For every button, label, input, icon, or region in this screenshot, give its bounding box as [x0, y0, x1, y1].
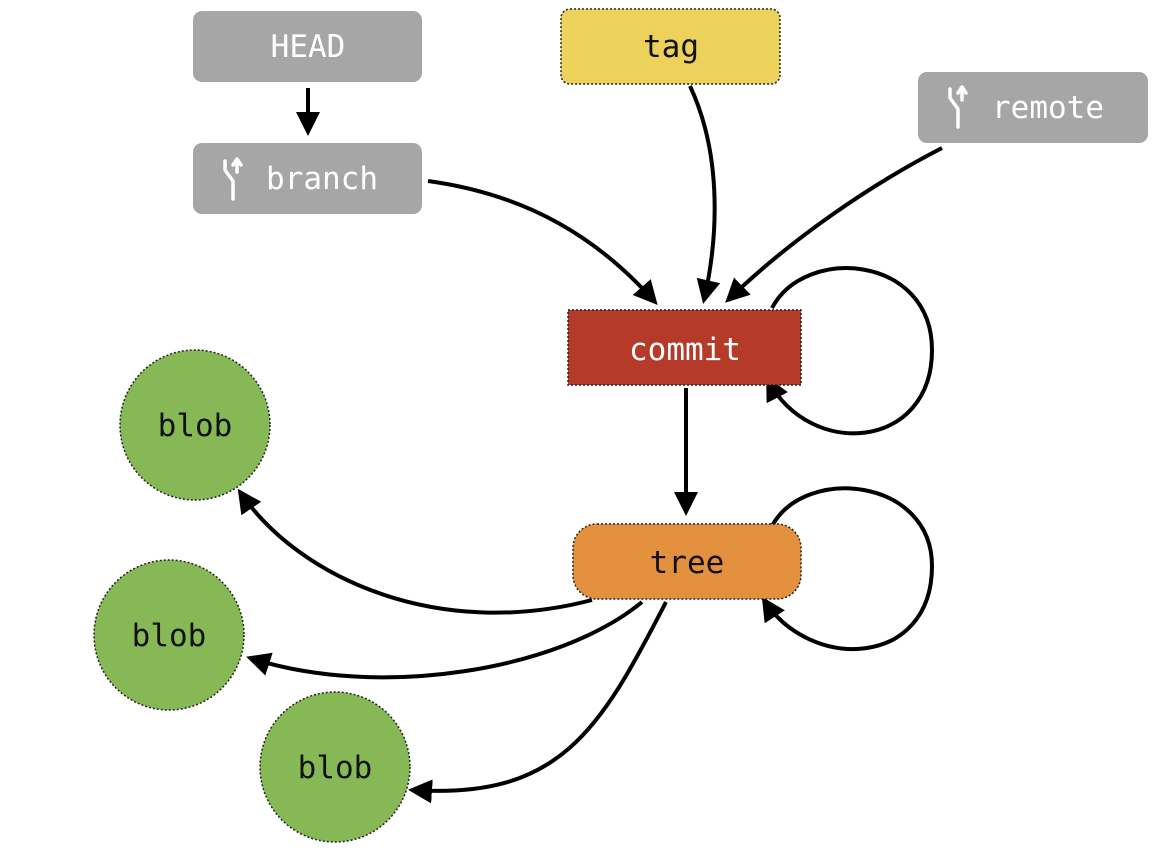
branch-label: branch: [266, 161, 378, 197]
blob-circle: [93, 559, 245, 711]
tree-box: [572, 523, 802, 600]
remote-box: [918, 72, 1148, 143]
commit-label: commit: [629, 332, 741, 368]
tree-label: tree: [650, 545, 725, 581]
head-label: HEAD: [271, 29, 346, 65]
branch-node: branch: [193, 143, 422, 214]
edge-tag-to-commit: [688, 85, 721, 304]
edge-tree-self-loop: [761, 486, 935, 652]
remote-node: remote: [918, 72, 1148, 143]
tag-box: [560, 8, 781, 85]
edge-branch-to-commit: [427, 179, 658, 305]
commit-node: commit: [567, 309, 802, 386]
tree-node: tree: [572, 523, 802, 600]
edge-tree-to-blob-1: [237, 488, 593, 615]
tag-node: tag: [560, 8, 781, 85]
branch-icon: [223, 157, 243, 201]
head-box: [193, 11, 422, 82]
edges: [237, 85, 943, 804]
edge-commit-self-loop: [766, 266, 935, 436]
edge-remote-to-commit: [725, 146, 943, 303]
blob-circle: [259, 691, 411, 843]
blob-node: blob: [93, 559, 245, 711]
blob-label: blob: [158, 408, 233, 444]
blob-label: blob: [132, 618, 207, 654]
tag-label: tag: [643, 29, 699, 65]
head-node: HEAD: [193, 11, 422, 82]
blob-node: blob: [259, 691, 411, 843]
blob-node: blob: [119, 349, 271, 501]
commit-box: [567, 309, 802, 386]
remote-branch-icon: [948, 85, 968, 129]
edge-tree-to-blob-2: [246, 600, 644, 680]
edge-tree-to-blob-3: [408, 601, 668, 804]
branch-box: [193, 143, 422, 214]
remote-label: remote: [992, 90, 1104, 126]
blob-label: blob: [298, 750, 373, 786]
blob-circle: [119, 349, 271, 501]
